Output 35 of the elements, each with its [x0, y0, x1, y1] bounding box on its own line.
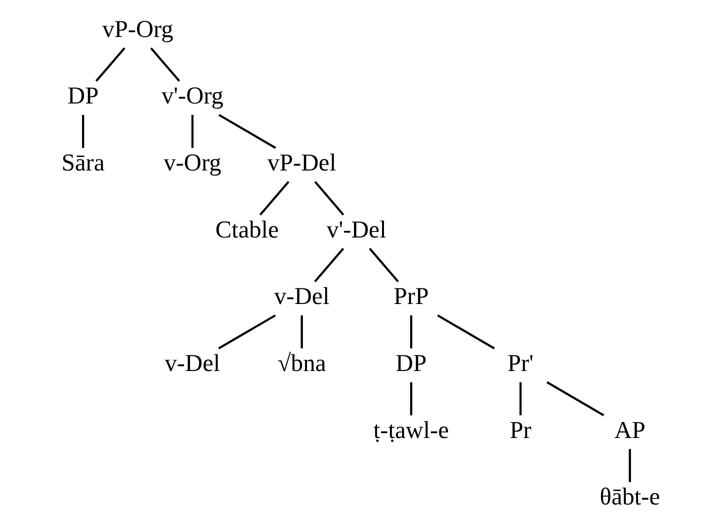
- connector: [546, 381, 604, 416]
- connector: [410, 315, 412, 348]
- connector: [150, 47, 180, 82]
- node-text: √bna: [278, 350, 326, 378]
- node-text: vP-Del: [267, 150, 336, 177]
- node-text: v-Del: [164, 350, 220, 378]
- node-text: Sāra: [61, 150, 105, 177]
- connector: [314, 248, 344, 282]
- connector: [628, 449, 631, 482]
- connector: [410, 382, 412, 416]
- node-text: θābt-e: [600, 484, 660, 511]
- node-text: PrP: [394, 283, 429, 310]
- node-text: Ctable: [215, 216, 279, 244]
- connector: [437, 314, 495, 350]
- connector: [300, 315, 303, 348]
- connector: [519, 382, 522, 416]
- node-text: vP-Org: [102, 16, 174, 43]
- connector: [218, 114, 276, 149]
- node-text: Pr': [508, 350, 534, 378]
- connector: [95, 47, 126, 82]
- connector: [259, 181, 290, 216]
- node-text: Pr: [510, 416, 532, 444]
- connector: [191, 114, 194, 148]
- node-text: AP: [614, 416, 646, 444]
- node-text: ṭ-ṭawl-e: [373, 416, 449, 444]
- node-text: v-Del: [274, 283, 330, 310]
- connector: [368, 248, 399, 282]
- node-text: DP: [396, 350, 427, 378]
- node-text: v-Org: [164, 150, 222, 177]
- node-text: DP: [68, 82, 99, 110]
- node-text: v'-Org: [161, 82, 224, 110]
- node-text: v'-Del: [326, 216, 386, 244]
- connector: [82, 114, 84, 148]
- connector: [314, 181, 344, 216]
- connector: [218, 314, 276, 350]
